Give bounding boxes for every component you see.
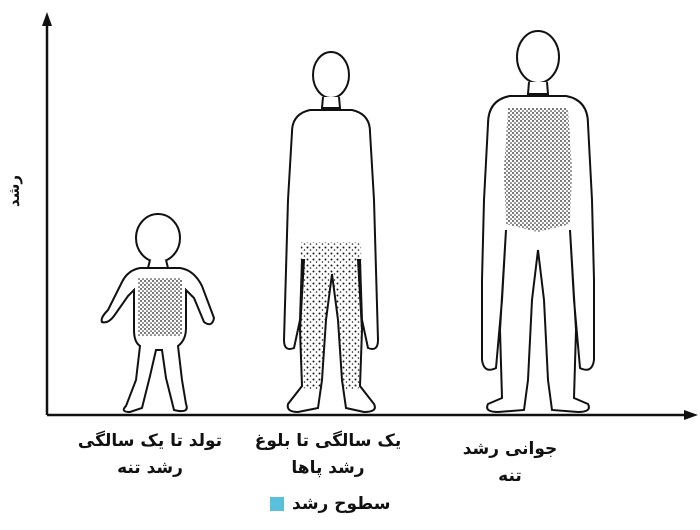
infant-label-line2: رشد تنه bbox=[55, 455, 245, 482]
infant-label-line1: تولد تا یک سالگی bbox=[55, 428, 245, 455]
child-label-line1: یک سالگی تا بلوغ bbox=[233, 428, 423, 455]
infant-figure bbox=[102, 214, 214, 412]
child-growth-region bbox=[300, 242, 362, 390]
child-label: یک سالگی تا بلوغ رشد پاها bbox=[233, 428, 423, 482]
child-figure bbox=[284, 52, 378, 412]
y-axis-label: رشد bbox=[5, 175, 23, 207]
x-axis-arrow bbox=[684, 410, 698, 420]
youth-label-line1: جوانی رشد bbox=[415, 436, 605, 463]
youth-label-line2: تنه bbox=[415, 463, 605, 490]
youth-label: جوانی رشد تنه bbox=[415, 436, 605, 490]
y-axis-arrow bbox=[42, 12, 52, 26]
youth-figure bbox=[482, 31, 594, 412]
legend-label: سطوح رشد bbox=[292, 494, 390, 514]
infant-label: تولد تا یک سالگی رشد تنه bbox=[55, 428, 245, 482]
child-label-line2: رشد پاها bbox=[233, 455, 423, 482]
youth-growth-region bbox=[504, 108, 572, 232]
legend-swatch bbox=[270, 497, 284, 511]
infant-growth-region bbox=[138, 278, 182, 336]
legend: سطوح رشد bbox=[270, 494, 390, 514]
